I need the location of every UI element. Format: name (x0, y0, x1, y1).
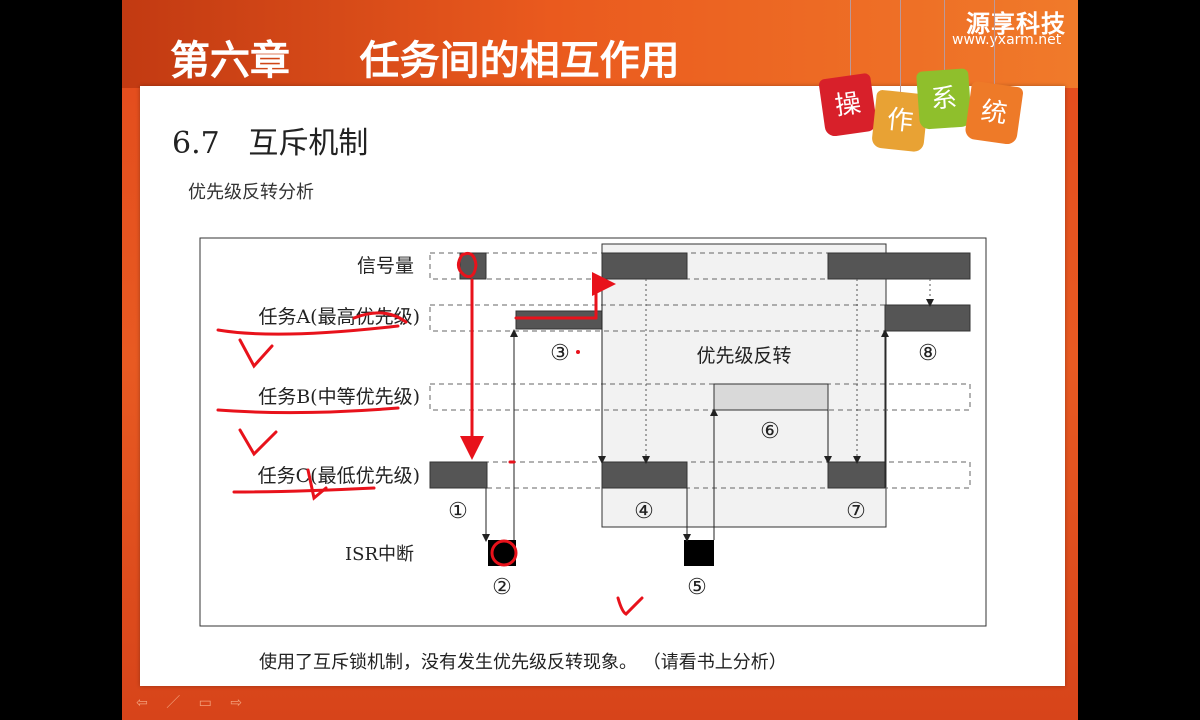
semaphore-bar (827, 252, 971, 280)
tag-string (944, 0, 945, 70)
row-label-semaphore: 信号量 (357, 255, 414, 277)
row-label-task-c: 任务C(最低优先级) (258, 465, 420, 487)
menu-icon[interactable]: ▭ (198, 695, 212, 711)
marker-3: ③ (550, 341, 570, 366)
slide: 第六章 任务间的相互作用 源享科技 www.yxarm.net 操 作 系 统 … (122, 0, 1078, 720)
slide-nav: ⇦ ／ ▭ ⇨ (136, 692, 256, 712)
task-a-bar (884, 304, 971, 332)
logo-url: www.yxarm.net (952, 32, 1062, 48)
isr-bar (684, 540, 714, 566)
annotation-dot (576, 350, 580, 354)
tag-string (900, 0, 901, 92)
prev-slide-icon[interactable]: ⇦ (136, 695, 148, 711)
task-c-bar (601, 461, 688, 489)
row-label-task-b: 任务B(中等优先级) (258, 386, 420, 408)
marker-5: ⑤ (687, 575, 707, 600)
marker-4: ④ (634, 499, 654, 524)
task-a-bar (515, 310, 603, 330)
isr-annotation-circle (490, 539, 518, 567)
logo-text: 源享科技 (966, 10, 1066, 38)
region-label: 优先级反转 (696, 345, 791, 367)
chapter-title: 第六章 任务间的相互作用 (170, 38, 680, 84)
section-title: 6.7 互斥机制 (172, 126, 369, 161)
pen-icon[interactable]: ／ (166, 695, 181, 711)
marker-1: ① (448, 499, 468, 524)
next-slide-icon[interactable]: ⇨ (230, 695, 243, 711)
task-c-bar (429, 461, 488, 489)
priority-inversion-diagram: 优先级反转 信号量 任务A(最高优先级) 任务B(中等优先级) 任务C(最低优先… (199, 237, 987, 627)
marker-8: ⑧ (918, 341, 938, 366)
marker-2: ② (492, 575, 512, 600)
flow-arrows (482, 279, 889, 542)
handwritten-annotations (216, 251, 644, 616)
tag-string (850, 0, 851, 76)
task-b-bar (713, 383, 829, 411)
dotted-arrows (642, 279, 934, 464)
caption: 使用了互斥锁机制，没有发生优先级反转现象。 （请看书上分析） (259, 652, 787, 673)
marker-7: ⑦ (846, 499, 866, 524)
marker-6: ⑥ (760, 419, 780, 444)
semaphore-bar (601, 252, 688, 280)
tag-string (994, 0, 995, 84)
subtitle: 优先级反转分析 (188, 182, 314, 203)
row-label-isr: ISR中断 (345, 544, 414, 565)
task-c-bar (827, 461, 886, 489)
